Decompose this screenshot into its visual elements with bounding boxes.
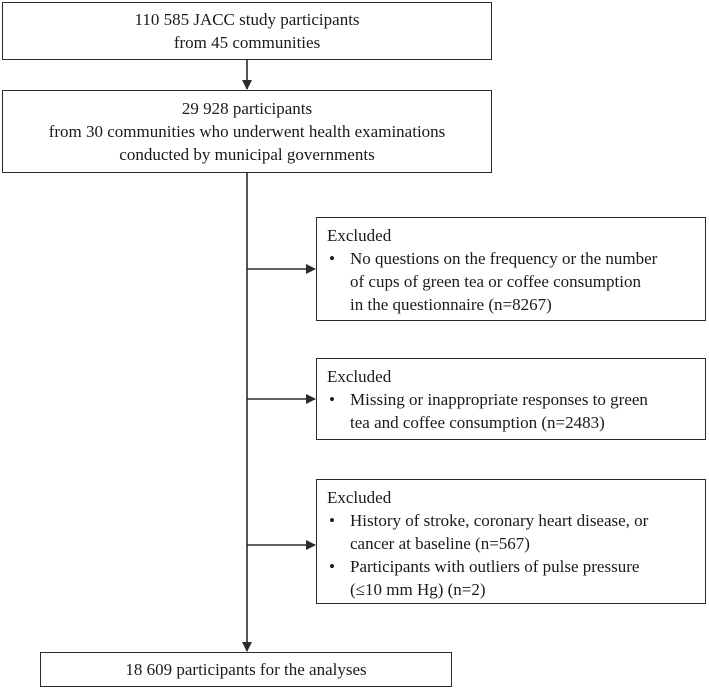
exclusion-item-line: tea and coffee consumption (n=2483) <box>350 413 605 432</box>
exclusion-item-line: History of stroke, coronary heart diseas… <box>350 511 649 530</box>
study-participants-line-2: from 45 communities <box>173 33 321 52</box>
exclusion-heading: Excluded <box>327 488 392 507</box>
health-exam-line-3: conducted by municipal governments <box>119 145 375 164</box>
exclusion-item-line: No questions on the frequency or the num… <box>350 249 658 268</box>
exclusion-item-line: in the questionnaire (n=8267) <box>350 295 552 314</box>
exclusion-item: • Participants with outliers of pulse pr… <box>327 555 695 601</box>
exclusion-heading: Excluded <box>327 367 392 386</box>
exclusion-item-line: Missing or inappropriate responses to gr… <box>350 390 648 409</box>
health-exam-participants-box: 29 928 participants from 30 communities … <box>2 90 492 173</box>
final-analysis-label: 18 609 participants for the analyses <box>125 660 367 679</box>
final-analysis-box: 18 609 participants for the analyses <box>40 652 452 687</box>
exclusion-item-line: (≤10 mm Hg) (n=2) <box>350 580 486 599</box>
exclusion-box-3: Excluded • History of stroke, coronary h… <box>316 479 706 604</box>
exclusion-item: • Missing or inappropriate responses to … <box>327 388 695 434</box>
exclusion-heading: Excluded <box>327 226 392 245</box>
exclusion-box-2: Excluded • Missing or inappropriate resp… <box>316 358 706 440</box>
bullet-icon: • <box>329 249 335 268</box>
exclusion-list: • Missing or inappropriate responses to … <box>327 388 695 434</box>
exclusion-item-line: Participants with outliers of pulse pres… <box>350 557 640 576</box>
bullet-icon: • <box>329 390 335 409</box>
exclusion-item: • History of stroke, coronary heart dise… <box>327 509 695 555</box>
exclusion-box-1: Excluded • No questions on the frequency… <box>316 217 706 321</box>
health-exam-line-1: 29 928 participants <box>181 99 313 118</box>
study-participants-line-1: 110 585 JACC study participants <box>134 10 360 29</box>
bullet-icon: • <box>329 557 335 576</box>
study-participants-box: 110 585 JACC study participants from 45 … <box>2 2 492 60</box>
health-exam-line-2: from 30 communities who underwent health… <box>48 122 446 141</box>
exclusion-list: • No questions on the frequency or the n… <box>327 247 695 316</box>
exclusion-item-line: cancer at baseline (n=567) <box>350 534 530 553</box>
exclusion-item-line: of cups of green tea or coffee consumpti… <box>350 272 641 291</box>
exclusion-item: • No questions on the frequency or the n… <box>327 247 695 316</box>
bullet-icon: • <box>329 511 335 530</box>
exclusion-list: • History of stroke, coronary heart dise… <box>327 509 695 601</box>
